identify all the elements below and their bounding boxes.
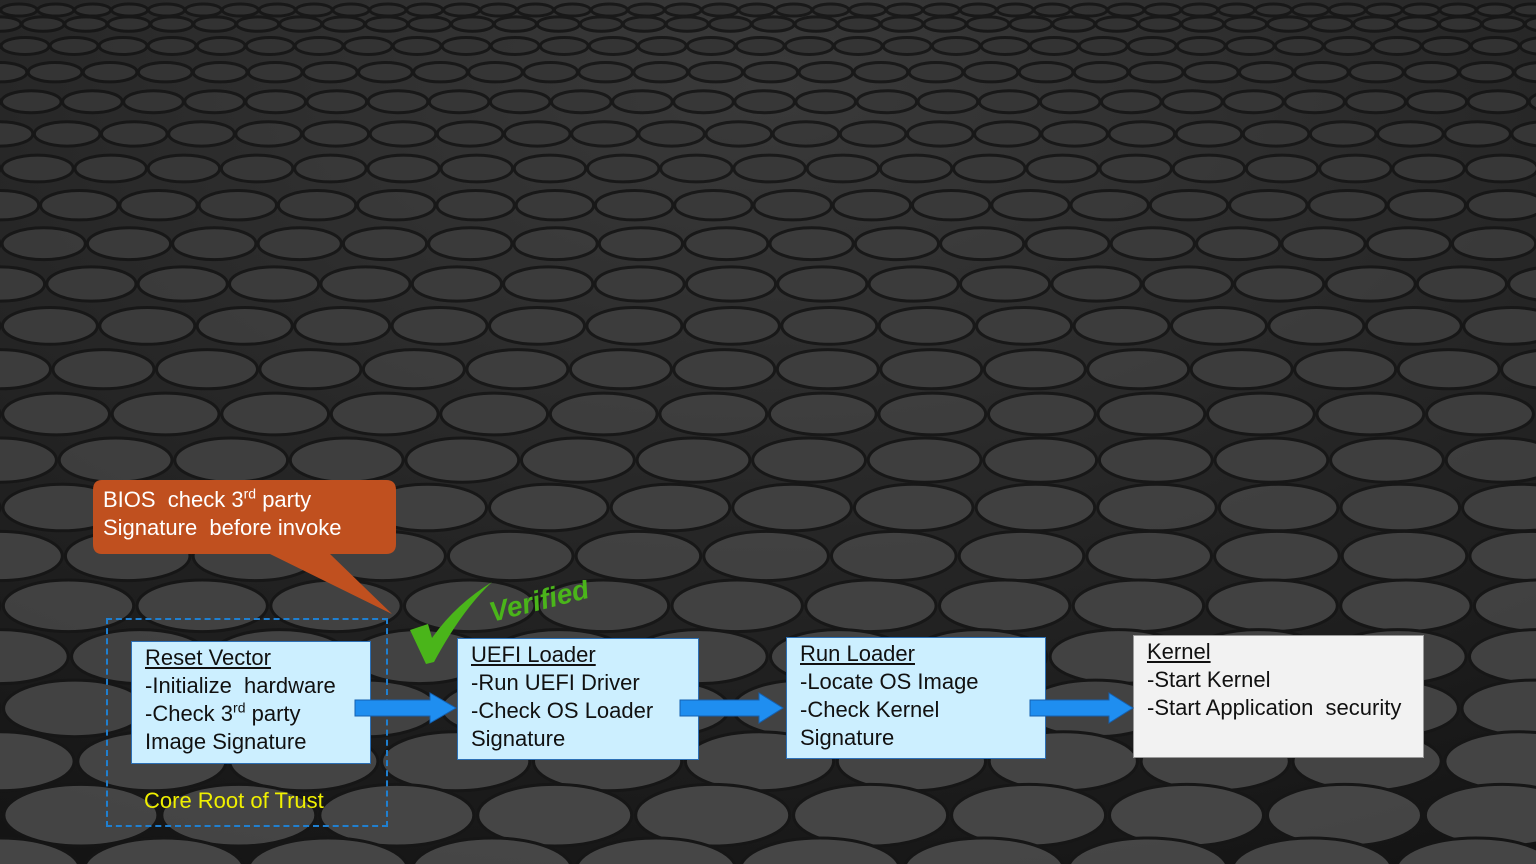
box-line: Image Signature	[145, 729, 307, 754]
arrow-right-icon	[679, 692, 784, 724]
box-line: -Initialize hardware	[145, 673, 336, 698]
box-title: Run Loader	[800, 641, 915, 666]
run-loader-box: Run Loader -Locate OS Image -Check Kerne…	[786, 637, 1046, 759]
box-title: Reset Vector	[145, 645, 271, 670]
verified-label: Verified	[486, 580, 593, 628]
verified-check-icon: Verified	[410, 580, 593, 664]
box-line: -Check OS Loader	[471, 698, 654, 723]
arrow-right-icon	[1029, 692, 1134, 724]
callout-text: BIOS check 3rd party Signature before in…	[103, 485, 342, 540]
box-title: Kernel	[1147, 639, 1211, 664]
box-line: Signature	[471, 726, 566, 751]
box-line: Signature	[800, 725, 895, 750]
core-root-of-trust-region	[106, 618, 388, 827]
uefi-loader-box: UEFI Loader -Run UEFI Driver -Check OS L…	[457, 638, 699, 760]
box-line: -Check Kernel	[800, 697, 940, 722]
box-line: -Check 3rd party	[145, 699, 301, 726]
box-line: -Start Kernel	[1147, 667, 1271, 692]
box-line: -Start Application security	[1147, 695, 1402, 720]
kernel-box: Kernel -Start Kernel -Start Application …	[1133, 635, 1424, 758]
box-line: -Locate OS Image	[800, 669, 979, 694]
reset-vector-box: Reset Vector -Initialize hardware -Check…	[131, 641, 371, 764]
box-line: -Run UEFI Driver	[471, 670, 640, 695]
box-title: UEFI Loader	[471, 642, 596, 667]
core-root-of-trust-label: Core Root of Trust	[144, 788, 324, 813]
arrow-right-icon	[354, 692, 458, 724]
